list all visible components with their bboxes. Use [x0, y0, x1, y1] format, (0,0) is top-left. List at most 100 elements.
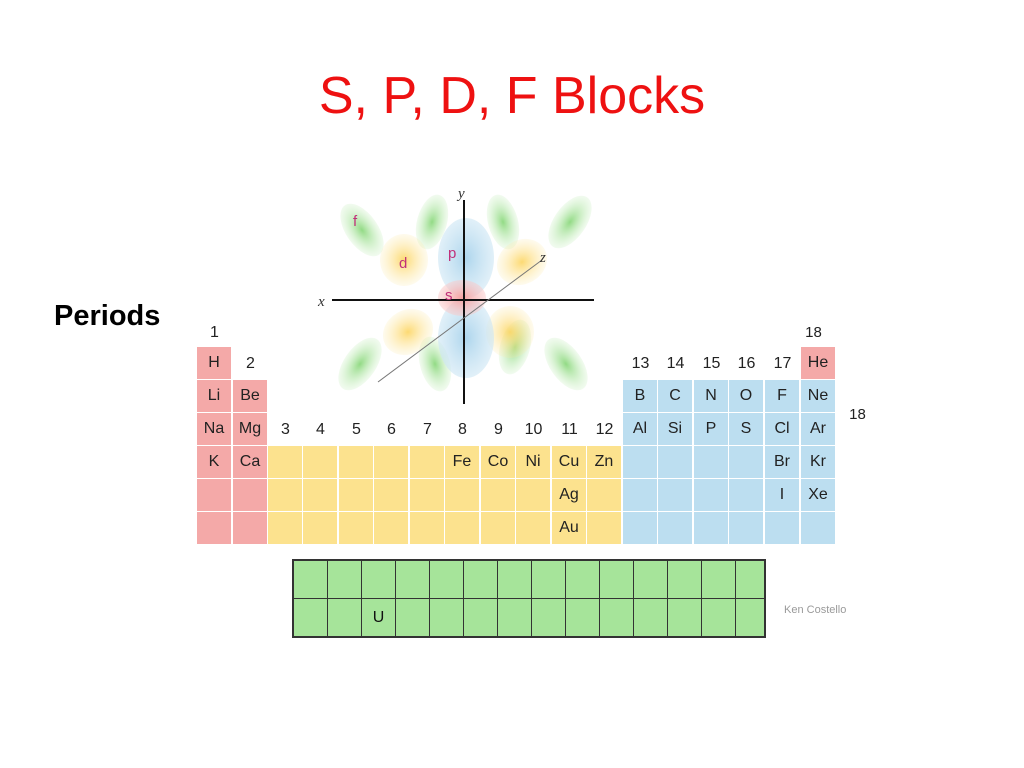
- f-block-grid: U: [292, 559, 766, 638]
- table-cell: [328, 599, 362, 637]
- f-orbital-lobe: [548, 195, 592, 249]
- element-si: Si: [658, 413, 693, 446]
- group-label-4: 4: [316, 421, 325, 438]
- table-cell: [481, 512, 516, 545]
- f-orbital-lobe: [486, 194, 520, 250]
- element-mg: Mg: [233, 413, 268, 446]
- group-label-17: 17: [773, 355, 792, 372]
- table-cell: [634, 561, 668, 599]
- element-co: Co: [481, 446, 516, 479]
- element-s: S: [729, 413, 764, 446]
- group-label-16: 16: [737, 355, 756, 372]
- page-title: S, P, D, F Blocks: [318, 67, 706, 125]
- element-o: O: [729, 380, 764, 413]
- table-cell: [668, 561, 702, 599]
- periods-label: Periods: [54, 300, 161, 332]
- table-cell: [294, 599, 328, 637]
- table-cell: [498, 561, 532, 599]
- table-cell: [566, 599, 600, 637]
- table-cell: [702, 561, 736, 599]
- f-label: f: [353, 213, 358, 230]
- group-label-9: 9: [494, 421, 503, 438]
- table-cell: [481, 479, 516, 512]
- table-cell: [729, 446, 764, 479]
- element-ag: Ag: [552, 479, 587, 512]
- group-label-3: 3: [281, 421, 290, 438]
- group-label-18-side: 18: [849, 406, 866, 423]
- table-cell: [328, 561, 362, 599]
- orbital-diagram: y x z f d p s: [317, 186, 594, 404]
- d-orbital-lobe: [496, 238, 548, 286]
- p-label: p: [448, 245, 456, 262]
- table-cell: [532, 599, 566, 637]
- table-cell: [668, 599, 702, 637]
- group-label-8: 8: [458, 421, 467, 438]
- table-cell: [268, 512, 303, 545]
- table-cell: [729, 512, 764, 545]
- element-na: Na: [197, 413, 232, 446]
- table-cell: [396, 561, 430, 599]
- element-al: Al: [623, 413, 658, 446]
- element-b: B: [623, 380, 658, 413]
- table-cell: [566, 561, 600, 599]
- table-cell: [339, 446, 374, 479]
- table-cell: [303, 512, 338, 545]
- group-label-15: 15: [702, 355, 721, 372]
- table-cell: [765, 512, 800, 545]
- element-i: I: [765, 479, 800, 512]
- table-cell: [374, 446, 409, 479]
- table-cell: [694, 446, 729, 479]
- element-xe: Xe: [801, 479, 836, 512]
- element-be: Be: [233, 380, 268, 413]
- element-au: Au: [552, 512, 587, 545]
- table-cell: [233, 479, 268, 512]
- x-axis-label: x: [317, 294, 325, 310]
- table-cell: [410, 512, 445, 545]
- table-cell: [516, 512, 551, 545]
- element-fe: Fe: [445, 446, 480, 479]
- group-label-13: 13: [631, 355, 650, 372]
- element-kr: Kr: [801, 446, 836, 479]
- f-orbital-lobe: [340, 203, 384, 257]
- group-label-7: 7: [423, 421, 432, 438]
- element-c: C: [658, 380, 693, 413]
- element-p: P: [694, 413, 729, 446]
- table-cell: [736, 599, 764, 637]
- table-cell: [587, 479, 622, 512]
- table-cell: [729, 479, 764, 512]
- element-cl: Cl: [765, 413, 800, 446]
- d-label: d: [399, 255, 407, 272]
- table-cell: [268, 479, 303, 512]
- author-credit: Ken Costello: [784, 604, 847, 616]
- element-k: K: [197, 446, 232, 479]
- element-li: Li: [197, 380, 232, 413]
- z-axis-label: z: [539, 250, 546, 266]
- table-cell: [396, 599, 430, 637]
- element-cu: Cu: [552, 446, 587, 479]
- table-cell: [339, 479, 374, 512]
- table-cell: [410, 446, 445, 479]
- table-cell: [600, 599, 634, 637]
- group-label-5: 5: [352, 421, 361, 438]
- table-cell: [197, 512, 232, 545]
- group-label-2: 2: [246, 355, 255, 372]
- table-cell: [464, 599, 498, 637]
- table-cell: [430, 599, 464, 637]
- z-axis: [377, 259, 543, 383]
- table-cell: [623, 479, 658, 512]
- table-cell: [658, 479, 693, 512]
- f-orbital-lobe: [544, 337, 588, 391]
- table-cell: [464, 561, 498, 599]
- element-h: H: [197, 347, 232, 380]
- s-label: s: [445, 287, 453, 304]
- s-orbital: [438, 280, 486, 316]
- table-cell: [374, 512, 409, 545]
- table-cell: [658, 512, 693, 545]
- table-cell: [532, 561, 566, 599]
- element-f: F: [765, 380, 800, 413]
- d-orbital-lobe: [382, 308, 434, 356]
- table-cell: [303, 479, 338, 512]
- p-orbital-lobe: [438, 218, 494, 298]
- table-cell: [268, 446, 303, 479]
- table-cell: [197, 479, 232, 512]
